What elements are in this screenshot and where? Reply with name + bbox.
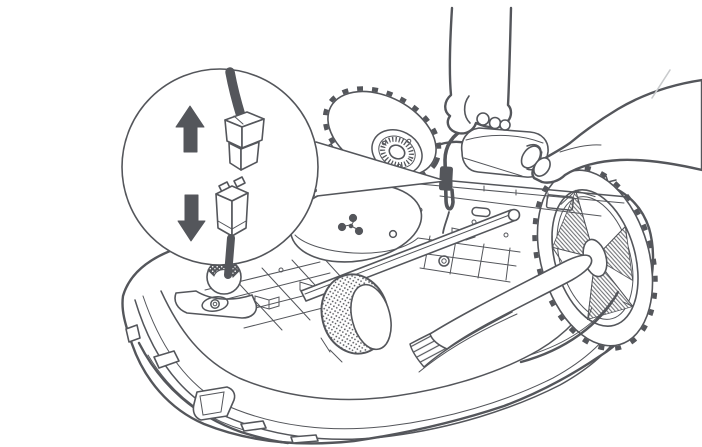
mower-chassis — [121, 86, 658, 445]
battery-cable — [438, 126, 469, 234]
floor-edge — [160, 290, 596, 401]
bumper-lip — [137, 341, 290, 445]
hand-right — [520, 69, 702, 184]
fender-guard — [429, 254, 593, 350]
bumper-rim-inner — [142, 295, 622, 430]
front-hatch — [125, 324, 319, 444]
connector-unplugged — [224, 67, 265, 171]
front-roller — [320, 273, 392, 363]
arrow-down-icon — [177, 194, 206, 242]
right-rear-wheel — [532, 164, 658, 352]
connector-plugged — [215, 176, 249, 279]
hand-top — [444, 6, 513, 135]
callout-leader — [315, 141, 447, 197]
bumper-lip2 — [147, 354, 245, 431]
sleeve-cuff-line — [651, 69, 671, 99]
bumper-rim-outer — [134, 299, 634, 441]
body-edge-over-wheel — [519, 290, 620, 364]
arrow-up-icon — [175, 105, 205, 153]
magnifier-callout — [121, 67, 319, 279]
blade-pivots — [337, 213, 364, 236]
